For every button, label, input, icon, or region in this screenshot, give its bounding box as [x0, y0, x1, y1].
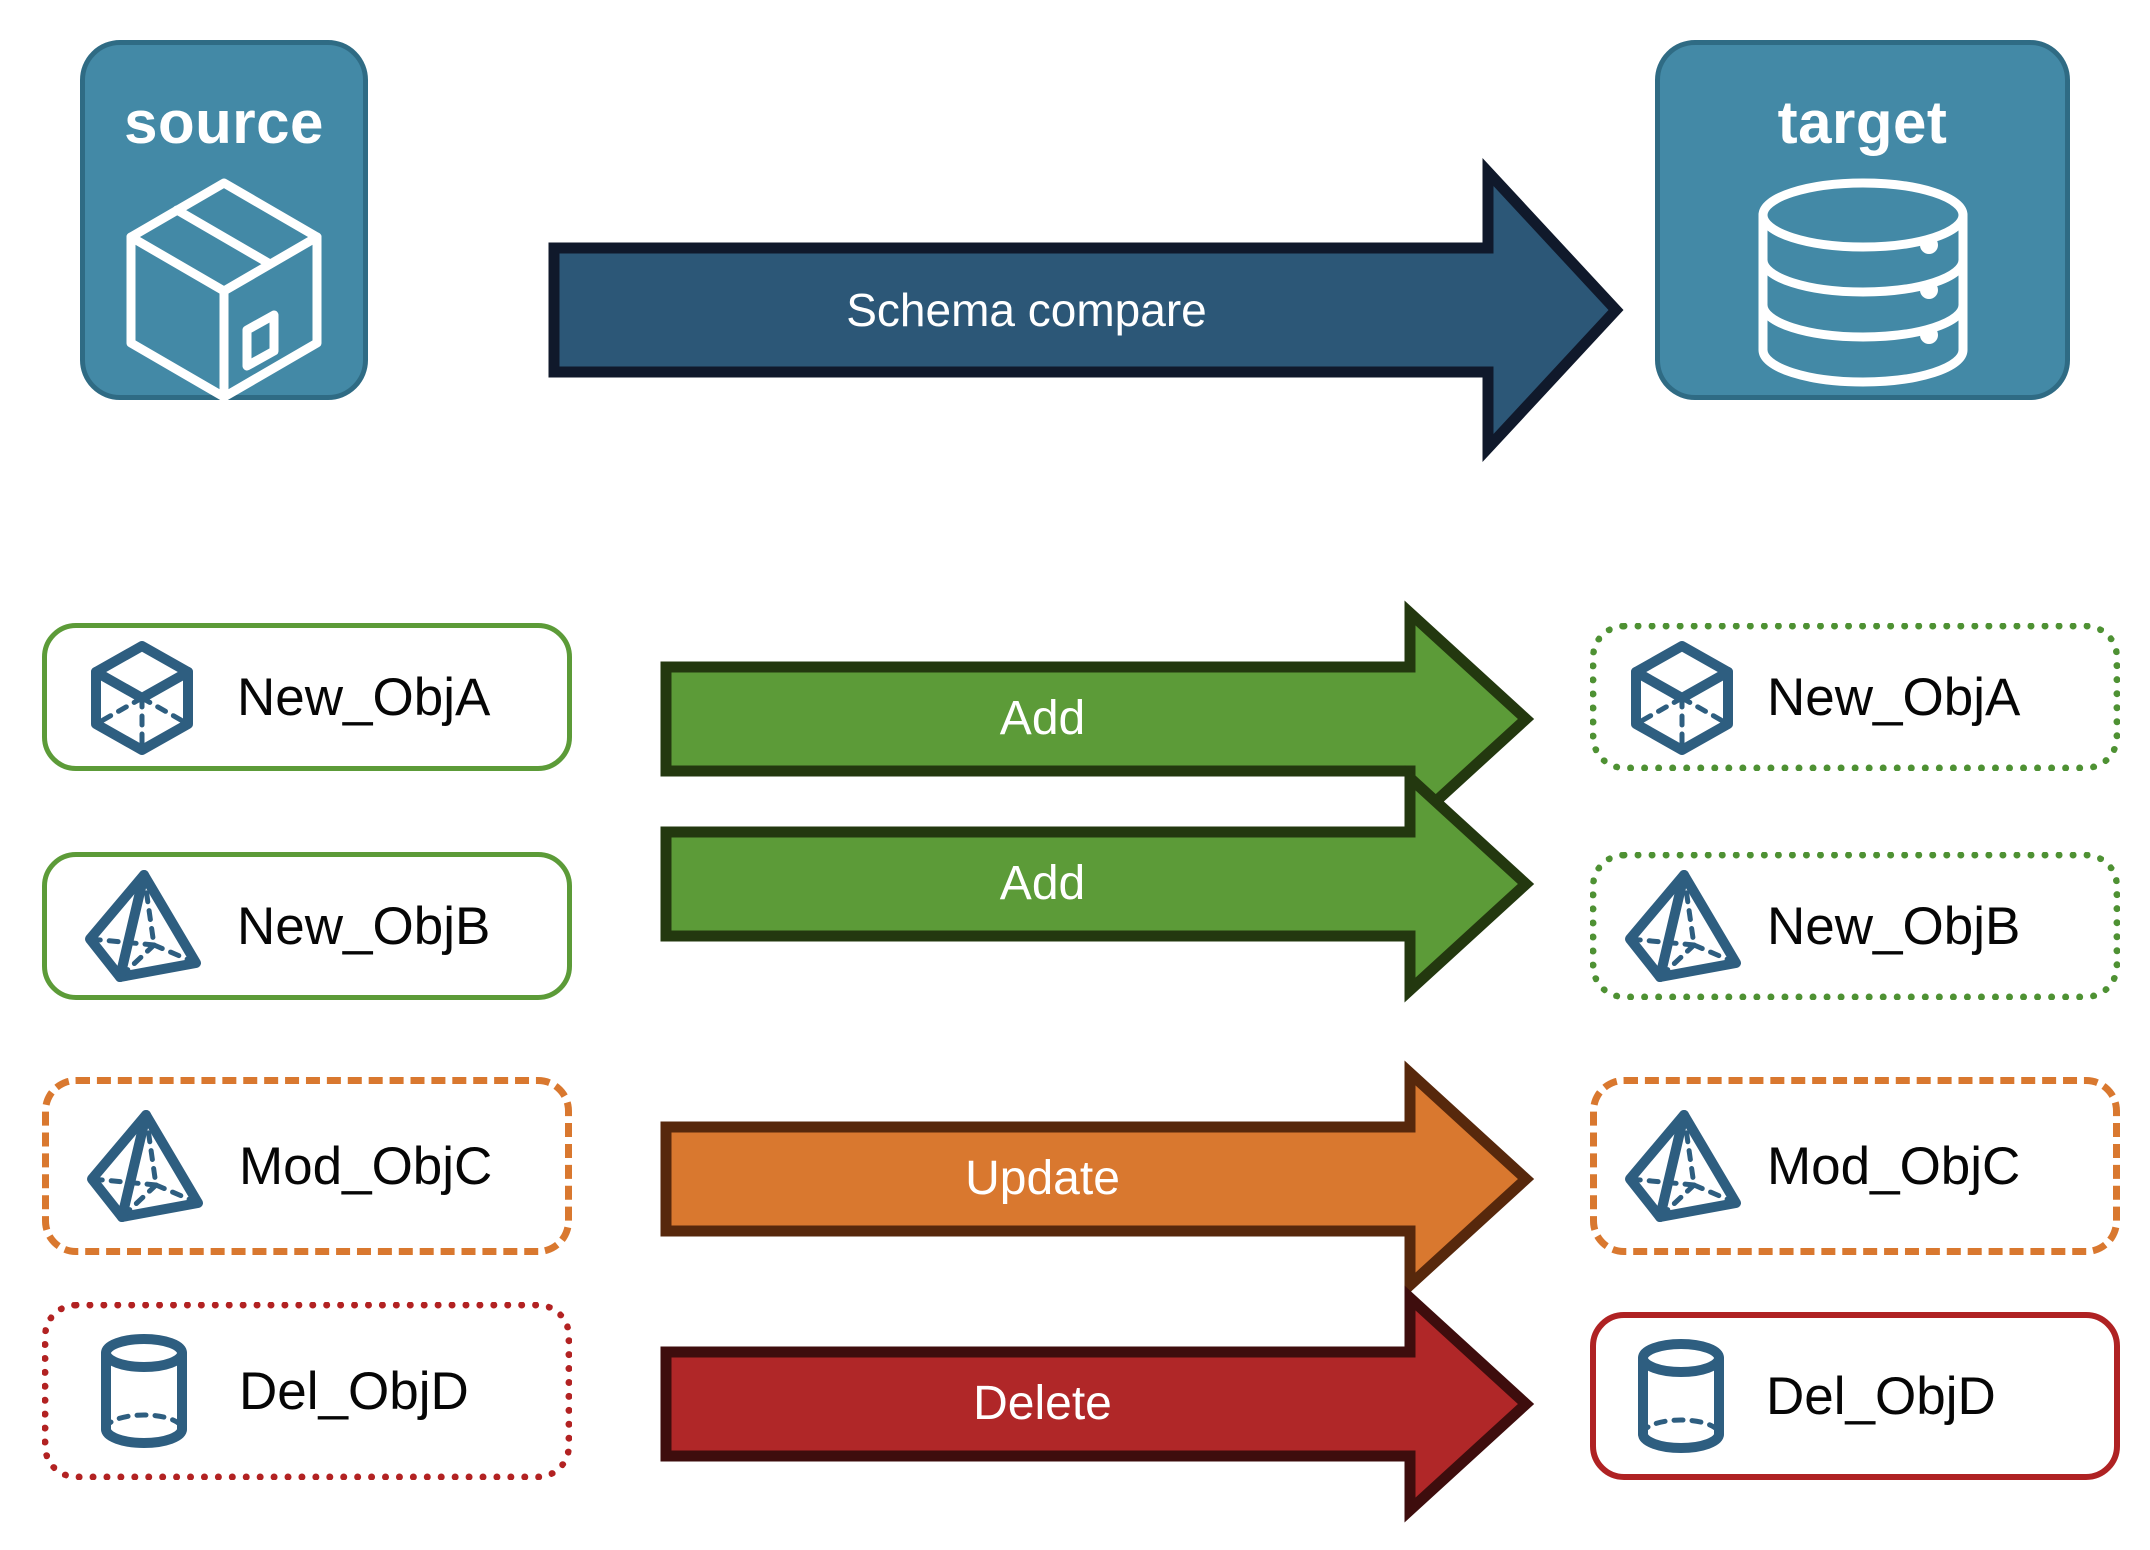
source-chip-label-row-0: New_ObjA [237, 667, 491, 727]
pyramid-wireframe-icon [1597, 867, 1767, 985]
target-chip-label-row-0: New_ObjA [1767, 667, 2021, 727]
source-title: source [124, 89, 324, 156]
target-chip-row-3[interactable]: Del_ObjD [1590, 1312, 2120, 1480]
target-chip-label-row-1: New_ObjB [1767, 896, 2021, 956]
source-chip-label-row-3: Del_ObjD [239, 1361, 469, 1421]
target-chip-row-0[interactable]: New_ObjA [1590, 623, 2120, 771]
cylinder-wireframe-icon [49, 1331, 239, 1451]
source-chip-row-1[interactable]: New_ObjB [42, 852, 572, 1000]
target-chip-label-row-3: Del_ObjD [1766, 1366, 1996, 1426]
action-label-row-0: Add [999, 692, 1086, 745]
pyramid-wireframe-icon [49, 1107, 239, 1225]
target-chip-row-1[interactable]: New_ObjB [1590, 852, 2120, 1000]
action-label-row-2: Update [965, 1152, 1120, 1205]
action-label-row-3: Delete [973, 1377, 1112, 1430]
source-chip-row-0[interactable]: New_ObjA [42, 623, 572, 771]
source-chip-row-3[interactable]: Del_ObjD [42, 1302, 572, 1480]
action-arrow-row-0: Add [660, 600, 1535, 838]
target-chip-row-2[interactable]: Mod_ObjC [1590, 1077, 2120, 1255]
cylinder-wireframe-icon [1596, 1336, 1766, 1456]
schema-compare-label: Schema compare [846, 284, 1207, 336]
target-title: target [1777, 89, 1948, 156]
source-chip-label-row-1: New_ObjB [237, 896, 491, 956]
database-cylinder-icon [1748, 175, 1978, 390]
action-label-row-1: Add [999, 857, 1086, 910]
action-arrow-row-2: Update [660, 1060, 1535, 1298]
pyramid-wireframe-icon [47, 867, 237, 985]
target-endpoint-card: target [1655, 40, 2070, 400]
source-chip-row-2[interactable]: Mod_ObjC [42, 1077, 572, 1255]
cube-wireframe-icon [47, 638, 237, 756]
package-box-icon [119, 175, 329, 402]
action-arrow-row-1: Add [660, 765, 1535, 1003]
source-endpoint-card: source [80, 40, 368, 402]
action-arrow-row-3: Delete [660, 1285, 1535, 1523]
pyramid-wireframe-icon [1597, 1107, 1767, 1225]
source-chip-label-row-2: Mod_ObjC [239, 1136, 493, 1196]
target-chip-label-row-2: Mod_ObjC [1767, 1136, 2021, 1196]
schema-compare-arrow: Schema compare [548, 157, 1624, 463]
cube-wireframe-icon [1597, 638, 1767, 756]
